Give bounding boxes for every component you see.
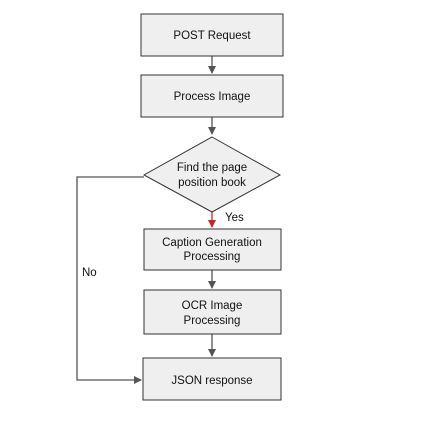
edge-no xyxy=(76,176,144,384)
node-decision: Find the page position book xyxy=(142,136,282,213)
node-caption-line-1: Caption Generation xyxy=(162,237,262,249)
node-json-response-label: JSON response xyxy=(171,375,252,387)
node-decision-line-1: Find the page xyxy=(177,162,247,174)
node-ocr-line-2: Processing xyxy=(184,315,241,327)
node-ocr-line-1: OCR Image xyxy=(182,300,243,312)
node-ocr: OCR Image Processing xyxy=(143,289,282,335)
node-json-response: JSON response xyxy=(142,357,282,401)
node-process-image-label: Process Image xyxy=(174,91,251,103)
no-label: No xyxy=(82,267,97,279)
node-decision-line-2: position book xyxy=(178,177,246,189)
node-caption: Caption Generation Processing xyxy=(143,228,282,271)
node-caption-line-2: Processing xyxy=(184,251,241,263)
node-post-request: POST Request xyxy=(140,13,284,57)
node-post-request-label: POST Request xyxy=(173,30,251,42)
yes-label: Yes xyxy=(225,212,244,224)
node-process-image: Process Image xyxy=(140,74,284,118)
